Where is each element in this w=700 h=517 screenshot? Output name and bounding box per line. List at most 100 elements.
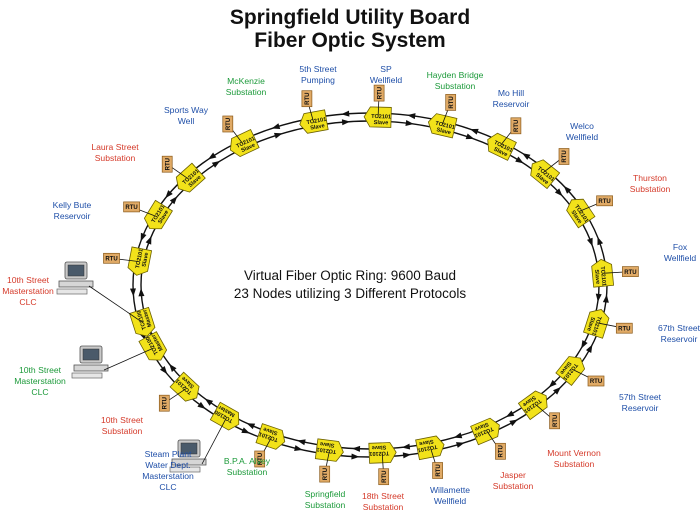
node-role-label: Slave — [141, 252, 150, 268]
tc-node-block[interactable] — [138, 331, 170, 365]
rtu-box[interactable]: RTU — [615, 322, 633, 334]
rtu-box[interactable]: RTU — [432, 462, 443, 479]
site-label-line: Substation — [95, 153, 136, 163]
site-label-line: Masterstation — [14, 376, 66, 386]
rtu-box[interactable]: RTU — [510, 117, 522, 135]
rtu-box[interactable]: RTU — [103, 252, 120, 264]
rtu-box[interactable]: RTU — [587, 375, 605, 387]
tc-node-block[interactable] — [583, 306, 611, 339]
tc-node-block[interactable] — [483, 131, 517, 161]
rtu-box[interactable]: RTU — [123, 201, 140, 213]
tc-node-block[interactable] — [127, 246, 153, 277]
site-label-line: 10th Street — [7, 275, 50, 285]
node-role-label: Slave — [492, 147, 508, 159]
tc-node-block[interactable] — [298, 109, 329, 134]
site-label-line: Mo Hill — [498, 88, 524, 98]
fiber-direction-arrow — [597, 236, 604, 246]
tc-node-block[interactable] — [426, 112, 458, 139]
fiber-direction-arrow — [138, 288, 145, 297]
rtu-box[interactable]: RTU — [558, 148, 570, 165]
site-label-line: Laura Street — [91, 142, 139, 152]
tc-node-block[interactable] — [517, 387, 552, 421]
tc-node-block[interactable] — [209, 401, 243, 433]
site-label-line: Wellfield — [566, 132, 599, 142]
rtu-box[interactable]: RTU — [158, 394, 170, 412]
rtu-box[interactable]: RTU — [373, 84, 385, 102]
rtu-box[interactable]: RTU — [622, 266, 639, 277]
site-label-line: 10th Street — [101, 415, 144, 425]
rtu-box[interactable]: RTU — [445, 94, 457, 111]
tc-node-block[interactable] — [172, 162, 206, 196]
site-label-line: Wellfield — [434, 496, 467, 506]
fiber-direction-arrow — [271, 123, 281, 129]
node-model-label: TC2101 — [599, 266, 607, 286]
fiber-direction-arrow — [351, 453, 360, 460]
rtu-box[interactable]: RTU — [222, 115, 234, 133]
tc-node-block[interactable] — [555, 352, 588, 386]
node-model-label: TC2101 — [316, 446, 337, 454]
rtu-box[interactable]: RTU — [319, 465, 331, 483]
rtu-box[interactable]: RTU — [495, 442, 506, 460]
site-label-line: Steam Plant — [145, 449, 192, 459]
fiber-direction-arrow — [553, 386, 561, 395]
ring-nodes: TC2101SlaveRTUSpringfieldSubstationTC210… — [2, 64, 700, 512]
site-label-line: Substation — [435, 81, 476, 91]
tc-node-block[interactable] — [563, 194, 596, 229]
rtu-box[interactable]: RTU — [549, 412, 560, 430]
fiber-direction-arrow — [352, 445, 361, 452]
masterstation-link — [88, 285, 144, 324]
fiber-direction-arrow — [401, 443, 411, 450]
tc-node-block[interactable] — [129, 306, 157, 339]
tc-node-block[interactable] — [255, 423, 288, 452]
fiber-direction-arrow — [294, 445, 303, 452]
tc-node-block[interactable] — [141, 199, 173, 233]
node-role-label: Slave — [585, 316, 595, 332]
tc-node-block[interactable] — [169, 371, 203, 405]
rtu-label: RTU — [305, 93, 311, 105]
tc-node-block[interactable] — [526, 156, 561, 190]
rtu-box[interactable]: RTU — [596, 195, 613, 207]
rtu-box[interactable]: RTU — [301, 90, 313, 108]
fiber-direction-arrow — [602, 294, 609, 303]
rtu-box[interactable]: RTU — [378, 468, 390, 486]
tc-node-block[interactable] — [415, 435, 446, 461]
tc-node-block[interactable] — [314, 438, 344, 462]
site-label-line: Reservoir — [661, 334, 698, 344]
rtu-box[interactable]: RTU — [161, 155, 173, 173]
fiber-direction-arrow — [204, 398, 214, 406]
fiber-direction-arrow — [140, 232, 147, 242]
fiber-direction-arrow — [554, 188, 563, 197]
site-label-line: McKenzie — [227, 76, 265, 86]
fiber-direction-arrow — [129, 288, 136, 297]
tc-node-block[interactable] — [363, 106, 392, 128]
rtu-box[interactable]: RTU — [254, 450, 266, 468]
site-label-line: Substation — [363, 502, 404, 512]
fiber-direction-arrow — [585, 344, 593, 353]
fiber-direction-arrow — [522, 153, 531, 160]
fiber-direction-arrow — [159, 366, 168, 375]
tc-node-block[interactable] — [470, 416, 504, 446]
